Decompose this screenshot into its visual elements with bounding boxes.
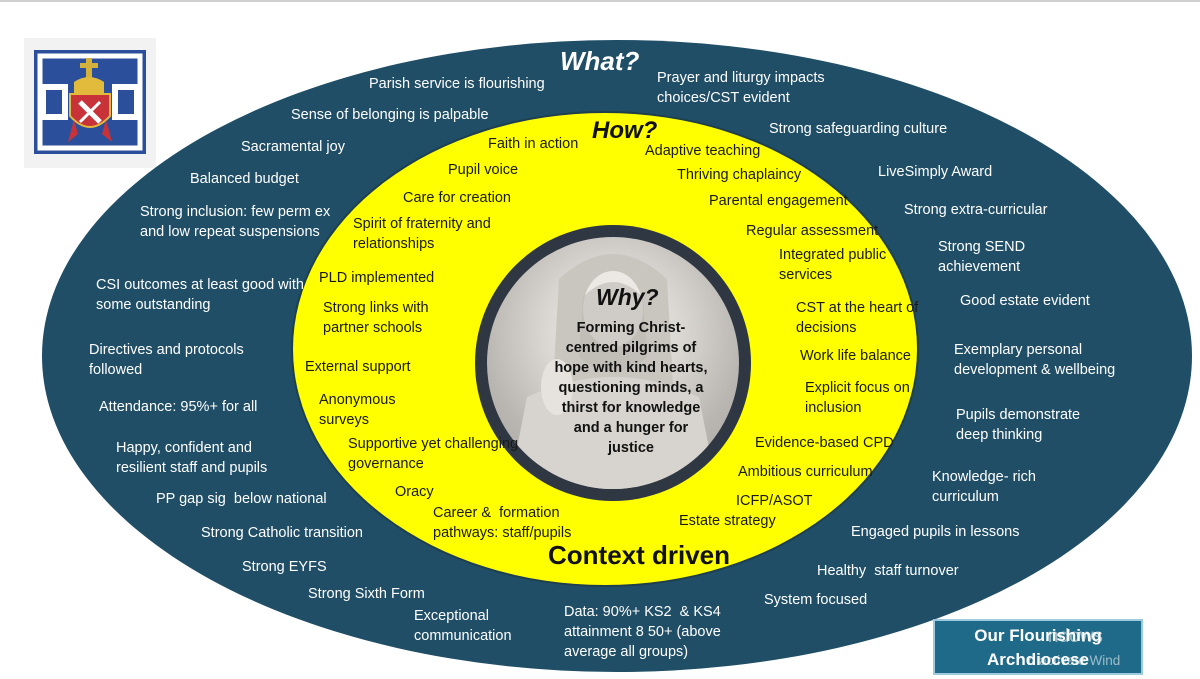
outer-item: Strong inclusion: few perm ex and low re… — [140, 204, 331, 240]
outer-item: Strong Sixth Form — [308, 586, 425, 602]
outer-item: Pupils demonstrate deep thinking — [956, 407, 1081, 443]
middle-item: Regular assessment — [746, 223, 879, 239]
outer-item: Strong Catholic transition — [201, 525, 363, 541]
outer-item: Strong extra-curricular — [904, 202, 1048, 218]
middle-item: Pupil voice — [448, 162, 519, 178]
outer-item: Engaged pupils in lessons — [851, 524, 1020, 540]
outer-item: System focused — [764, 592, 868, 608]
outer-item: Knowledge- rich curriculum — [932, 469, 1036, 505]
middle-item: Care for creation — [403, 190, 511, 206]
middle-item: Thriving chaplaincy — [677, 167, 802, 183]
middle-item: Ambitious curriculum — [738, 464, 873, 480]
middle-item: Integrated public services — [779, 247, 887, 283]
middle-item: Estate strategy — [679, 513, 776, 529]
middle-item: Strong links with partner schools — [323, 300, 429, 336]
title-box-line-1: Our Flourishing — [974, 626, 1102, 645]
archdiocese-logo — [24, 38, 156, 168]
middle-item: CST at the heart of decisions — [796, 300, 919, 336]
middle-item: Oracy — [395, 484, 434, 500]
outer-item: Prayer and liturgy impacts choices/CST e… — [657, 70, 825, 106]
middle-item: Evidence-based CPD — [755, 435, 894, 451]
middle-item: Career & formation pathways: staff/pupil… — [433, 505, 572, 541]
middle-item: Supportive yet challenging governance — [348, 436, 527, 472]
title-box-line-2: Archdiocese — [986, 650, 1090, 669]
activate-windows-watermark-line-2: o activate Wind — [1028, 653, 1121, 668]
outer-item: Sense of belonging is palpable — [291, 107, 489, 123]
outer-item: Strong safeguarding culture — [769, 121, 948, 137]
outer-item: Good estate evident — [960, 293, 1090, 309]
middle-item: Anonymous surveys — [319, 392, 396, 428]
middle-item: PLD implemented — [319, 270, 435, 286]
activate-windows-watermark-line-1: ndows — [1048, 626, 1103, 647]
top-border-line — [0, 0, 1200, 2]
outer-item: Happy, confident and resilient staff and… — [116, 440, 268, 476]
middle-item: Explicit focus on inclusion — [805, 380, 910, 416]
outer-item: Strong EYFS — [242, 559, 327, 575]
middle-item: Faith in action — [488, 136, 579, 152]
middle-item: Parental engagement — [709, 193, 848, 209]
outer-item: Sacramental joy — [241, 139, 345, 155]
outer-item: Exemplary personal development & wellbei… — [954, 342, 1116, 378]
middle-item: ICFP/ASOT — [736, 493, 813, 509]
middle-item: External support — [305, 359, 411, 375]
context-driven-heading: Context driven — [548, 540, 731, 570]
why-heading: Why? — [596, 284, 659, 310]
archdiocese-crest-icon — [34, 50, 146, 154]
what-heading: What? — [560, 46, 640, 76]
outer-item: Attendance: 95%+ for all — [99, 399, 258, 415]
outer-item: PP gap sig below national — [156, 491, 327, 507]
why-statement: Forming Christ-centred pilgrims of hope … — [554, 320, 708, 456]
our-flourishing-archdiocese-box: Our Flourishing Archdiocese — [933, 619, 1143, 675]
middle-item: Adaptive teaching — [645, 143, 761, 159]
outer-item: Balanced budget — [190, 171, 299, 187]
how-heading: How? — [592, 117, 658, 144]
outer-item: Exceptional communication — [414, 608, 512, 644]
jesus-portrait-image — [487, 237, 739, 489]
middle-item: Work life balance — [800, 348, 911, 364]
outer-item: LiveSimply Award — [878, 164, 993, 180]
outer-item: Data: 90%+ KS2 & KS4 attainment 8 50+ (a… — [564, 604, 725, 660]
outer-item: Strong SEND achievement — [938, 239, 1026, 275]
outer-item: Healthy staff turnover — [817, 563, 959, 579]
outer-item: Directives and protocols followed — [89, 342, 244, 378]
outer-item: Parish service is flourishing — [369, 76, 545, 92]
middle-item: Spirit of fraternity and relationships — [353, 216, 491, 252]
outer-item: CSI outcomes at least good with some out… — [96, 277, 304, 313]
